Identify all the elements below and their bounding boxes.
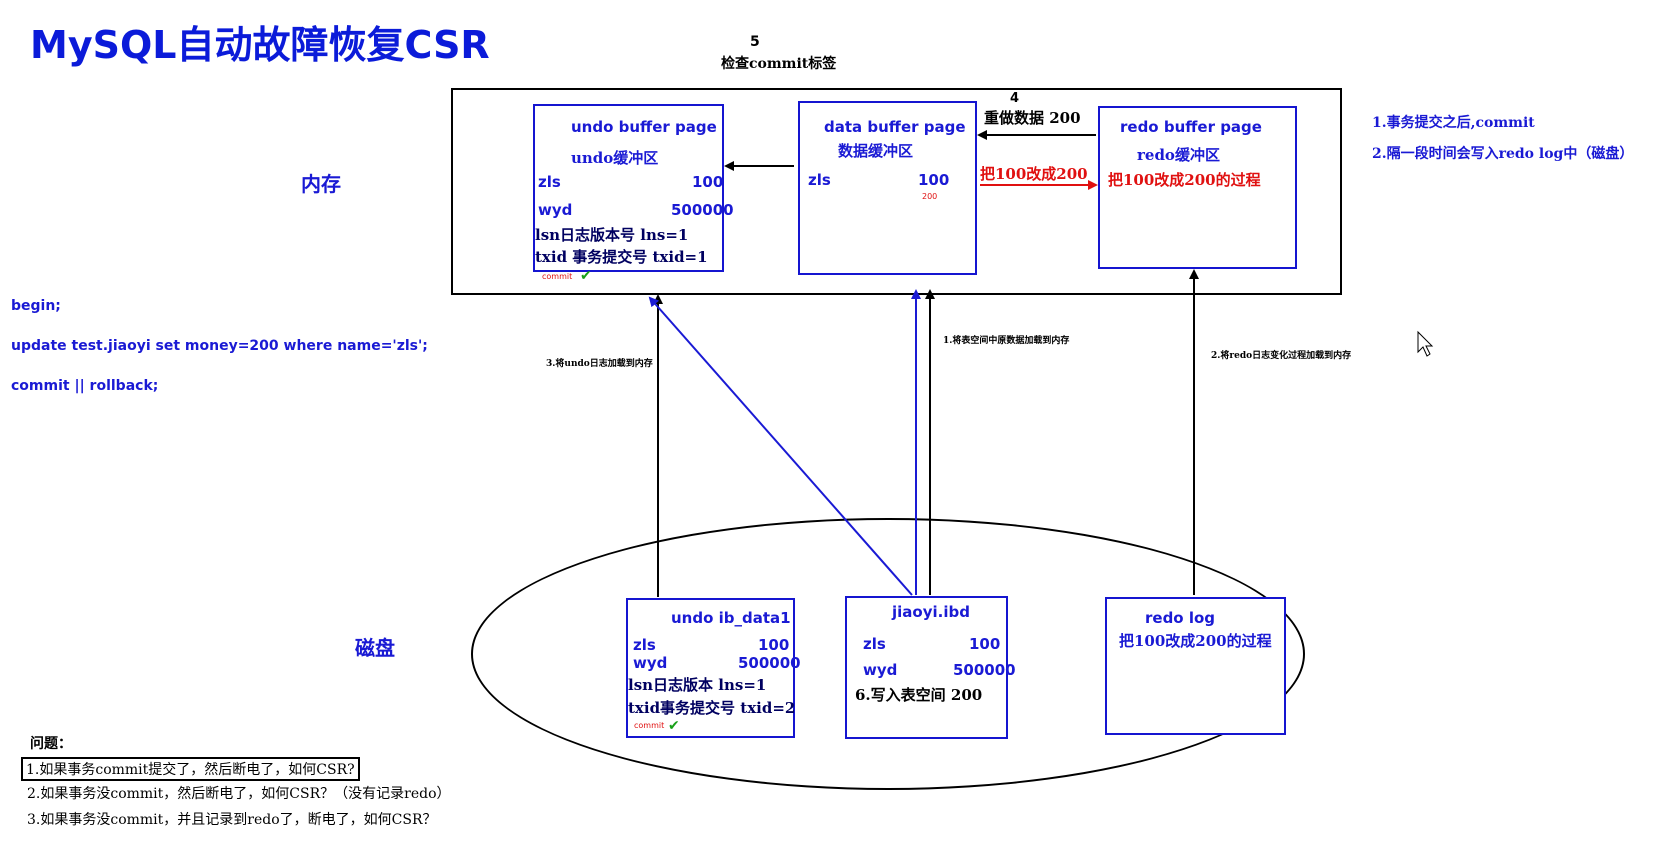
undo-file-row-name: wyd <box>633 654 668 672</box>
disk-label: 磁盘 <box>355 636 395 660</box>
redo-buffer-subtitle: redo缓冲区 <box>1137 146 1220 164</box>
undo-row-value: 100 <box>692 173 724 191</box>
data-buffer-title: data buffer page <box>824 118 966 136</box>
ibd-step6: 6.写入表空间 200 <box>855 686 983 704</box>
undo-file-title: undo ib_data1 <box>671 609 791 627</box>
check-icon: ✔ <box>668 718 680 734</box>
question-2: 2.如果事务没commit，然后断电了，如何CSR？（没有记录redo） <box>27 786 451 802</box>
data-buffer-page: data buffer page 数据缓冲区 zls 100 200 <box>798 101 977 275</box>
undo-file-commit-mark: commit <box>634 721 665 730</box>
undo-buffer-page: undo buffer page undo缓冲区 zls 100 wyd 500… <box>533 104 734 272</box>
undo-buffer-title: undo buffer page <box>571 118 717 136</box>
redo-buffer-page: redo buffer page redo缓冲区 把100改成200的过程 <box>1098 106 1297 269</box>
undo-file-txid: txid事务提交号 txid=2 <box>628 699 796 717</box>
undo-file-row-value: 100 <box>758 636 790 654</box>
memory-label: 内存 <box>301 172 341 196</box>
memory-region <box>451 88 1342 295</box>
ibd-row-value: 100 <box>969 635 1001 653</box>
step4-number: 4 <box>1010 91 1020 106</box>
redo-log-file: redo log 把100改成200的过程 <box>1105 597 1286 735</box>
note-commit: 1.事务提交之后,commit <box>1372 115 1535 131</box>
arrow-ibd-to-undo-diagonal <box>648 296 913 596</box>
undo-file-row-name: zls <box>633 636 656 654</box>
note-redo-log: 2.隔一段时间会写入redo log中（磁盘） <box>1372 146 1634 162</box>
questions-header: 问题： <box>30 736 72 752</box>
redo-buffer-change: 把100改成200的过程 <box>1108 171 1261 189</box>
ibd-row-name: zls <box>863 635 886 653</box>
undo-file-row-value: 500000 <box>738 654 801 672</box>
ibd-row-value: 500000 <box>953 661 1016 679</box>
undo-commit-mark: commit <box>542 272 573 281</box>
undo-file-lsn: lsn日志版本 lns=1 <box>628 676 767 694</box>
redo-file-change: 把100改成200的过程 <box>1119 632 1272 650</box>
redo-buffer-title: redo buffer page <box>1120 118 1262 136</box>
undo-row-value: 500000 <box>671 201 734 219</box>
jiaoyi-ibd-file: jiaoyi.ibd zls 100 wyd 500000 6.写入表空间 20… <box>845 596 1016 739</box>
step5-number: 5 <box>750 34 760 50</box>
undo-row-name: zls <box>538 173 561 191</box>
undo-row-name: wyd <box>538 201 573 219</box>
change-arrow-label: 把100改成200 <box>980 165 1088 183</box>
page-title: MySQL自动故障恢复CSR <box>30 23 490 67</box>
question-1: 1.如果事务commit提交了，然后断电了，如何CSR? <box>21 757 360 781</box>
step1-note: 1.将表空间中原数据加载到内存 <box>943 336 1070 346</box>
ibd-file-title: jiaoyi.ibd <box>892 603 970 621</box>
redo-file-title: redo log <box>1145 609 1216 627</box>
undo-lsn: lsn日志版本号 lns=1 <box>535 226 689 244</box>
data-row-name: zls <box>808 171 831 189</box>
cursor-icon <box>1417 330 1434 357</box>
sql-begin: begin; <box>11 298 61 314</box>
check-icon: ✔ <box>580 268 592 284</box>
undo-ibdata-file: undo ib_data1 zls 100 wyd 500000 lsn日志版本… <box>626 598 801 738</box>
undo-buffer-subtitle: undo缓冲区 <box>571 149 659 167</box>
undo-txid: txid 事务提交号 txid=1 <box>535 248 708 266</box>
data-buffer-subtitle: 数据缓冲区 <box>838 142 914 160</box>
sql-update: update test.jiaoyi set money=200 where n… <box>11 338 428 354</box>
step4-label: 重做数据 200 <box>984 109 1081 127</box>
step3-note: 3.将undo日志加载到内存 <box>546 359 653 369</box>
ibd-row-name: wyd <box>863 661 898 679</box>
step5-label: 检查commit标签 <box>721 56 837 72</box>
data-new-value: 200 <box>922 192 938 201</box>
disk-region <box>471 518 1305 790</box>
step2-note: 2.将redo日志变化过程加载到内存 <box>1211 351 1352 361</box>
question-3: 3.如果事务没commit，并且记录到redo了，断电了，如何CSR？ <box>27 812 437 828</box>
data-row-value: 100 <box>918 171 950 189</box>
sql-commit-rollback: commit || rollback; <box>11 378 159 394</box>
